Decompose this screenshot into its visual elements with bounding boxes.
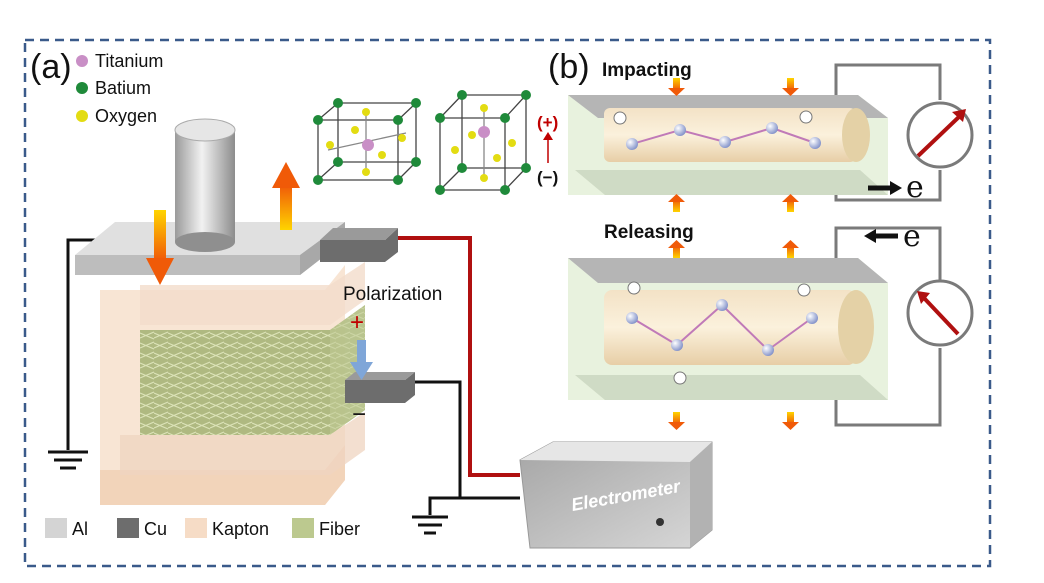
- electron-label-bottom: e: [903, 219, 921, 254]
- polarization-label: Polarization: [343, 284, 442, 305]
- releasing-arrows: [668, 240, 799, 430]
- electrometer-knob: [656, 518, 664, 526]
- titanium-dot: [76, 55, 88, 67]
- legend-kapton: Kapton: [212, 519, 269, 539]
- device-stack: [75, 118, 415, 505]
- oxygen-dot: [76, 110, 88, 122]
- electron-label-top: e: [906, 170, 924, 205]
- ground-right: [412, 496, 460, 535]
- meter-needle-bottom: [922, 296, 960, 336]
- polarization-minus: −: [352, 401, 366, 428]
- material-legend: Al Cu Kapton Fiber: [45, 518, 360, 539]
- atom-legend: Titanium Batium Oxygen: [76, 51, 163, 126]
- legend-oxygen: Oxygen: [95, 106, 157, 126]
- figure-frame: [23, 38, 992, 568]
- press-arrows: [146, 162, 300, 285]
- ground-left: [48, 238, 105, 470]
- panel-b-label: (b): [548, 48, 590, 86]
- legend-al: Al: [72, 519, 88, 539]
- impacting-label: Impacting: [602, 60, 692, 81]
- meter-needle-top: [916, 112, 964, 158]
- releasing-label: Releasing: [604, 222, 694, 243]
- red-wire: [398, 236, 520, 477]
- crystal-plus-label: (+): [537, 113, 558, 132]
- crystal-2-atoms: [435, 90, 531, 195]
- impacting-box: [568, 95, 888, 195]
- crystal-1-atoms: [313, 98, 421, 185]
- impacting-arrows: [668, 78, 799, 212]
- legend-cu: Cu: [144, 519, 167, 539]
- black-wire: [415, 380, 520, 500]
- legend-titanium: Titanium: [95, 51, 163, 71]
- releasing-box: [568, 258, 888, 400]
- panel-a-label: (a): [30, 48, 72, 86]
- legend-batium: Batium: [95, 78, 151, 98]
- legend-fiber: Fiber: [319, 519, 360, 539]
- polarization-plus: +: [350, 309, 364, 336]
- polarization-arrow: [357, 340, 366, 364]
- electrometer: Electrometer: [519, 441, 713, 549]
- crystal-minus-label: (−): [537, 168, 558, 187]
- batium-dot: [76, 82, 88, 94]
